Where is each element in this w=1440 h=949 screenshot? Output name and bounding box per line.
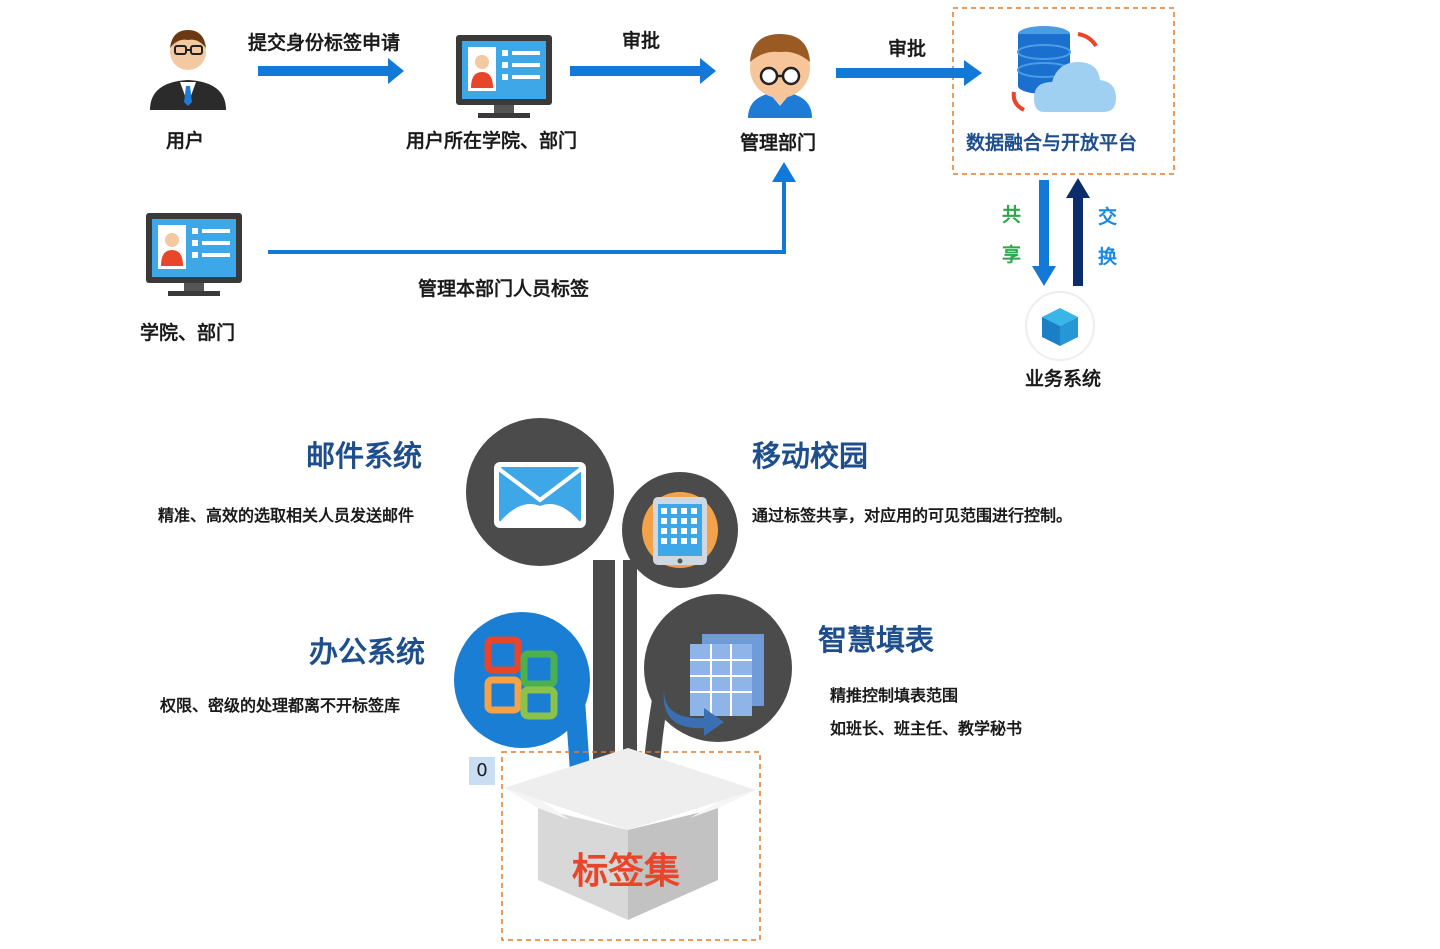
monitor-icon: [456, 35, 552, 118]
smart-form-node: [644, 594, 792, 742]
mail-icon: [494, 462, 586, 528]
exchange-char-1: 交: [1098, 206, 1118, 228]
smart-form-desc-2: 如班长、班主任、教学秘书: [830, 719, 1023, 738]
exchange-arrow-up: [1066, 178, 1090, 286]
business-system-label: 业务系统: [1025, 368, 1102, 390]
platform-label: 数据融合与开放平台: [966, 132, 1138, 154]
office-logo-icon: [484, 636, 558, 720]
user-college-dept-label: 用户所在学院、部门: [406, 130, 578, 152]
mail-system-desc: 精准、高效的选取相关人员发送邮件: [158, 506, 415, 525]
office-system-desc: 权限、密级的处理都离不开标签库: [160, 696, 401, 715]
office-system-title: 办公系统: [309, 635, 426, 669]
submit-request-label: 提交身份标签申请: [248, 32, 401, 54]
mobile-campus-node: [622, 472, 738, 588]
exchange-char-2: 换: [1098, 246, 1118, 268]
cloud-database-icon: [1011, 26, 1116, 112]
mobile-campus-title: 移动校园: [752, 439, 869, 473]
share-char-1: 共: [1002, 204, 1022, 226]
office-system-node: [454, 612, 590, 748]
smart-form-desc-1: 精推控制填表范围: [830, 686, 959, 705]
arrow-college-to-admin: [570, 58, 716, 84]
cube-icon: [1025, 291, 1095, 361]
admin-dept-label: 管理部门: [740, 132, 817, 154]
arrow-college-manage-to-admin: [268, 162, 796, 254]
tag-box: [501, 748, 761, 941]
arrow-user-to-college: [258, 58, 404, 84]
admin-person-icon: [748, 34, 812, 118]
count-badge: 0: [469, 757, 495, 785]
spreadsheet-icon: [663, 634, 764, 736]
share-char-2: 享: [1002, 244, 1022, 266]
user-label: 用户: [166, 130, 205, 152]
smart-form-title: 智慧填表: [818, 623, 935, 657]
approve-label-1: 审批: [622, 30, 661, 52]
share-arrow-down: [1032, 180, 1056, 286]
mobile-campus-desc: 通过标签共享，对应用的可见范围进行控制。: [752, 506, 1073, 525]
college-monitor-icon: [146, 213, 242, 296]
mail-system-title: 邮件系统: [306, 439, 423, 473]
user-icon: [150, 30, 226, 110]
college-dept-label: 学院、部门: [140, 322, 236, 344]
platform-box: [952, 7, 1175, 175]
approve-label-2: 审批: [888, 38, 927, 60]
mail-system-node: [466, 418, 614, 566]
arrow-admin-to-platform: [836, 60, 982, 86]
tablet-icon: [642, 492, 718, 568]
manage-tags-label: 管理本部门人员标签: [418, 278, 590, 300]
tag-set-label: 标签集: [572, 851, 681, 892]
